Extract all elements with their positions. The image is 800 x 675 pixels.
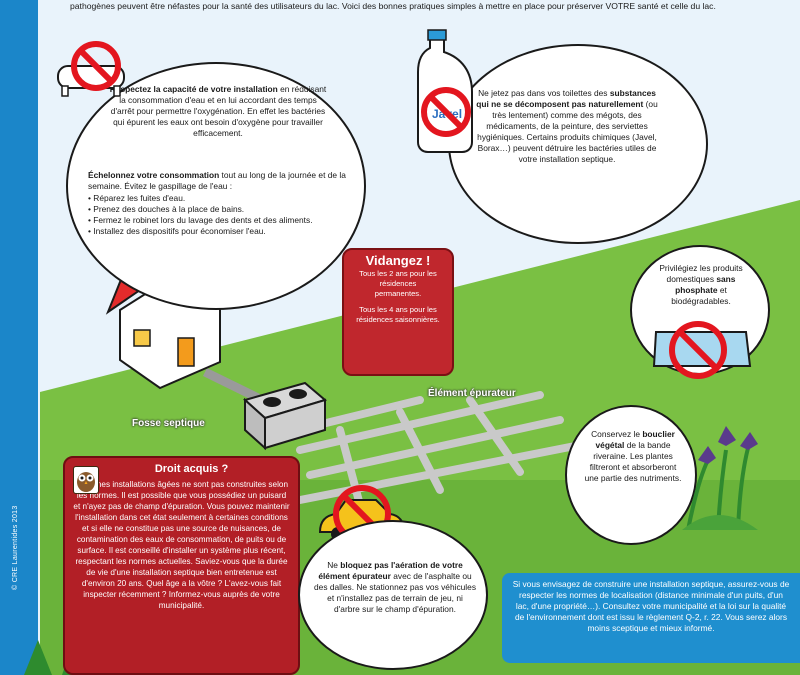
owl-icon: [73, 466, 99, 494]
capacity-text: en réduisant la consommation d'eau et en…: [110, 84, 327, 138]
field-text-pre: Ne: [327, 560, 341, 570]
field-text-bold: bloquez pas l'aération de votre élément …: [318, 560, 463, 581]
list-item: Fermez le robinet lors du lavage des den…: [88, 215, 358, 226]
shield-bubble: Conservez le bouclier végétal de la band…: [565, 405, 697, 545]
shield-text-pre: Conservez le: [591, 429, 643, 439]
droit-acquis-body: Certaines installations âgées ne sont pa…: [73, 480, 290, 610]
shield-text-post: de la bande riveraine. Les plantes filtr…: [584, 440, 682, 483]
toilet-text-post: (ou très lentement) comme des mégots, de…: [477, 99, 658, 164]
toilet-text-pre: Ne jetez pas dans vos toilettes des: [478, 88, 610, 98]
list-item: Installez des dispositifs pour économise…: [88, 226, 358, 237]
regulation-info-box: Si vous envisagez de construire une inst…: [502, 573, 800, 663]
field-bubble: Ne bloquez pas l'aération de votre éléme…: [298, 520, 488, 670]
no-bathtub-icon: [57, 41, 125, 97]
toilet-bubble: Ne jetez pas dans vos toilettes des subs…: [448, 44, 708, 244]
pipe-house-tank: [203, 367, 260, 403]
leach-field-label: Élément épurateur: [428, 388, 516, 399]
vidangez-panel: Vidangez ! Tous les 2 ans pour les résid…: [342, 248, 454, 376]
septic-tank: [242, 381, 328, 451]
phosphate-text-pre: Privilégiez les produits domestiques: [659, 263, 743, 284]
capacity-bubble: Respectez la capacité de votre installat…: [66, 62, 366, 310]
vidangez-title: Vidangez !: [365, 253, 431, 268]
stagger-text: tout au long de la journée et de la sema…: [88, 170, 346, 191]
stagger-heading: Échelonnez votre consommation: [88, 170, 220, 180]
phosphate-text-post: et biodégradables.: [671, 285, 731, 306]
droit-acquis-title: Droit acquis ?: [154, 463, 229, 475]
toilet-text-bold: substances qui ne se décomposent pas nat…: [476, 88, 656, 109]
list-item: Réparez les fuites d'eau.: [88, 193, 358, 204]
water-tips-list: Réparez les fuites d'eau. Prenez des dou…: [88, 193, 358, 237]
intro-text: pathogènes peuvent être néfastes pour la…: [70, 0, 790, 12]
iris-plant-icon: [682, 426, 758, 530]
left-blue-band: [0, 0, 38, 675]
droit-acquis-panel: Droit acquis ? Certaines installations â…: [63, 456, 300, 675]
septic-tank-label: Fosse septique: [132, 418, 205, 429]
no-bleach-icon: Javel: [417, 29, 473, 153]
list-item: Prenez des douches à la place de bains.: [88, 204, 358, 215]
vidangez-permanent: Tous les 2 ans pour les résidences perma…: [359, 269, 437, 298]
no-phosphate-soap-icon: [652, 321, 752, 379]
capacity-heading: Respectez la capacité de votre installat…: [109, 84, 278, 94]
shield-text-bold: bouclier végétal: [595, 429, 675, 450]
field-text-post: avec de l'asphalte ou des dalles. Ne sta…: [314, 571, 477, 614]
phosphate-text-bold: sans phosphate: [675, 274, 736, 295]
vidangez-seasonal: Tous les 4 ans pour les résidences saiso…: [356, 305, 440, 324]
tree-icon: [24, 640, 52, 675]
